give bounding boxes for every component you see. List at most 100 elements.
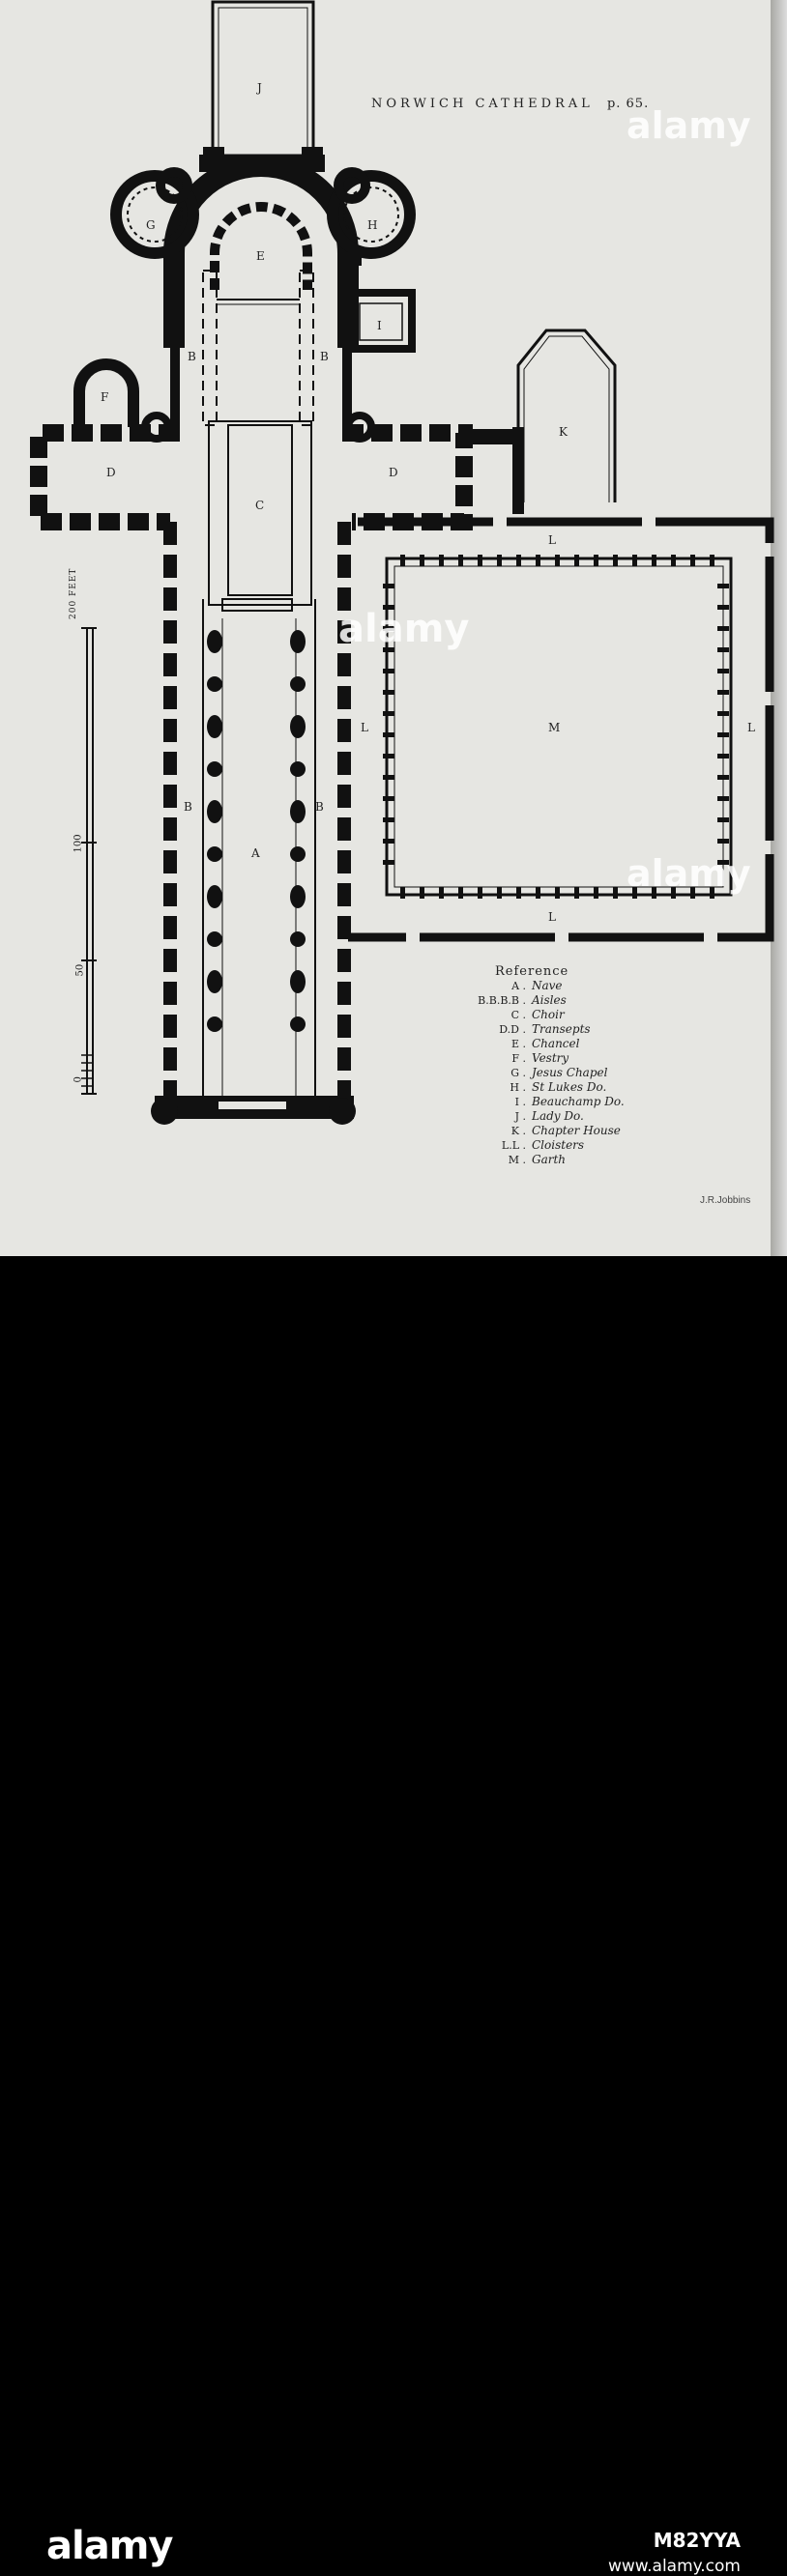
- reference-value: Jesus Chapel: [532, 1066, 608, 1079]
- garth-pier: [383, 626, 394, 631]
- label-cloister-west: L: [361, 721, 368, 734]
- garth-pier: [594, 555, 598, 566]
- reference-item: L.L . Cloisters: [425, 1138, 696, 1153]
- garth-pier: [574, 555, 579, 566]
- nave-pier: [207, 885, 222, 908]
- plate: NORWICH CATHEDRAL p. 65. J G E H I B B F…: [0, 0, 787, 1256]
- garth-pier: [632, 555, 637, 566]
- reference-item: D.D . Transepts: [425, 1022, 696, 1037]
- nave-pier: [207, 1016, 222, 1032]
- garth-pier: [717, 605, 729, 610]
- label-st-lukes: H: [367, 218, 378, 232]
- reference-key: J .: [514, 1110, 526, 1123]
- label-chapter-house: K: [559, 425, 568, 439]
- garth-pier: [710, 887, 714, 899]
- watermark-middle: alamy: [338, 607, 470, 651]
- reference-value: Nave: [532, 979, 563, 992]
- garth-pier: [420, 887, 424, 899]
- garth-pier: [383, 669, 394, 673]
- nave-pier: [290, 931, 306, 947]
- garth-pier: [383, 817, 394, 822]
- reference-key: I .: [514, 1096, 526, 1108]
- label-lady-chapel: J: [257, 81, 262, 95]
- garth-pier: [717, 711, 729, 716]
- garth-pier: [671, 887, 676, 899]
- reference-key: L.L .: [501, 1139, 526, 1152]
- reference-value: Aisles: [532, 993, 567, 1007]
- garth-pier: [574, 887, 579, 899]
- nave-pier: [207, 676, 222, 692]
- garth-pier: [536, 555, 540, 566]
- nave-pier: [207, 800, 222, 823]
- nave-pier: [290, 715, 306, 738]
- garth-pier: [458, 555, 463, 566]
- reference-value: Vestry: [532, 1051, 569, 1065]
- label-choir: C: [255, 499, 265, 512]
- nave-walls: [163, 522, 351, 1102]
- choir: [208, 420, 312, 612]
- vestry: [73, 358, 375, 443]
- nave-pier: [290, 676, 306, 692]
- garth-pier: [717, 584, 729, 588]
- label-cloister-east: L: [747, 721, 755, 734]
- garth-pier: [717, 690, 729, 695]
- stock-footer: alamy M82YYA www.alamy.com: [0, 1256, 787, 2576]
- label-transept-north: D: [106, 466, 116, 479]
- garth-pier: [383, 754, 394, 758]
- reference-item: B.B.B.B .Aisles: [425, 993, 696, 1008]
- label-transept-south: D: [389, 466, 398, 479]
- garth-pier: [497, 555, 502, 566]
- nave-pier: [207, 715, 222, 738]
- garth-pier: [717, 775, 729, 780]
- nave-pier: [290, 630, 306, 653]
- reference-key: H .: [510, 1081, 526, 1094]
- reference-heading: Reference: [495, 964, 569, 979]
- reference-value: Beauchamp Do.: [532, 1095, 625, 1108]
- garth-pier: [717, 647, 729, 652]
- garth-pier: [536, 887, 540, 899]
- reference-value: Lady Do.: [532, 1109, 584, 1123]
- garth-pier: [383, 711, 394, 716]
- reference-item: G .Jesus Chapel: [425, 1066, 696, 1080]
- garth-pier: [400, 887, 405, 899]
- garth-pier: [632, 887, 637, 899]
- label-jesus-chapel: G: [146, 218, 156, 232]
- scale-tick-0: 0: [73, 1076, 84, 1083]
- reference-key: F .: [511, 1052, 526, 1065]
- garth-pier: [383, 775, 394, 780]
- label-cloister-south: L: [548, 910, 556, 924]
- garth-pier: [717, 817, 729, 822]
- garth-pier: [439, 555, 444, 566]
- garth-pier: [497, 887, 502, 899]
- garth-pier: [420, 555, 424, 566]
- reference-item: F . Vestry: [425, 1051, 696, 1066]
- scale-bar: [81, 627, 97, 1095]
- nave-pier: [290, 846, 306, 862]
- garth-piers: [383, 555, 729, 899]
- reference-value: Transepts: [532, 1022, 591, 1036]
- garth-pier: [478, 887, 482, 899]
- reference-item: I . Beauchamp Do.: [425, 1095, 696, 1109]
- plate-title: NORWICH CATHEDRAL p. 65.: [371, 97, 649, 111]
- nave-pier: [290, 1016, 306, 1032]
- reference-item: A .Nave: [425, 979, 696, 993]
- label-aisle-nw: B: [188, 350, 196, 363]
- scale-label: 200 FEET: [69, 567, 78, 619]
- reference-value: Chapter House: [532, 1124, 621, 1137]
- garth-pier: [383, 584, 394, 588]
- garth-pier: [717, 796, 729, 801]
- scale-tick-50: 50: [74, 963, 86, 977]
- stock-image-id: M82YYA: [653, 2529, 741, 2552]
- garth-pier: [717, 626, 729, 631]
- reference-key: D.D .: [499, 1023, 526, 1036]
- garth-pier: [652, 887, 656, 899]
- nave-pier: [290, 761, 306, 777]
- reference-value: St Lukes Do.: [532, 1080, 607, 1094]
- nave-pier: [207, 761, 222, 777]
- garth-pier: [383, 860, 394, 865]
- page-edge: [771, 0, 787, 1256]
- garth-pier: [613, 555, 618, 566]
- reference-value: Cloisters: [532, 1138, 585, 1152]
- garth-pier: [458, 887, 463, 899]
- garth-pier: [516, 555, 521, 566]
